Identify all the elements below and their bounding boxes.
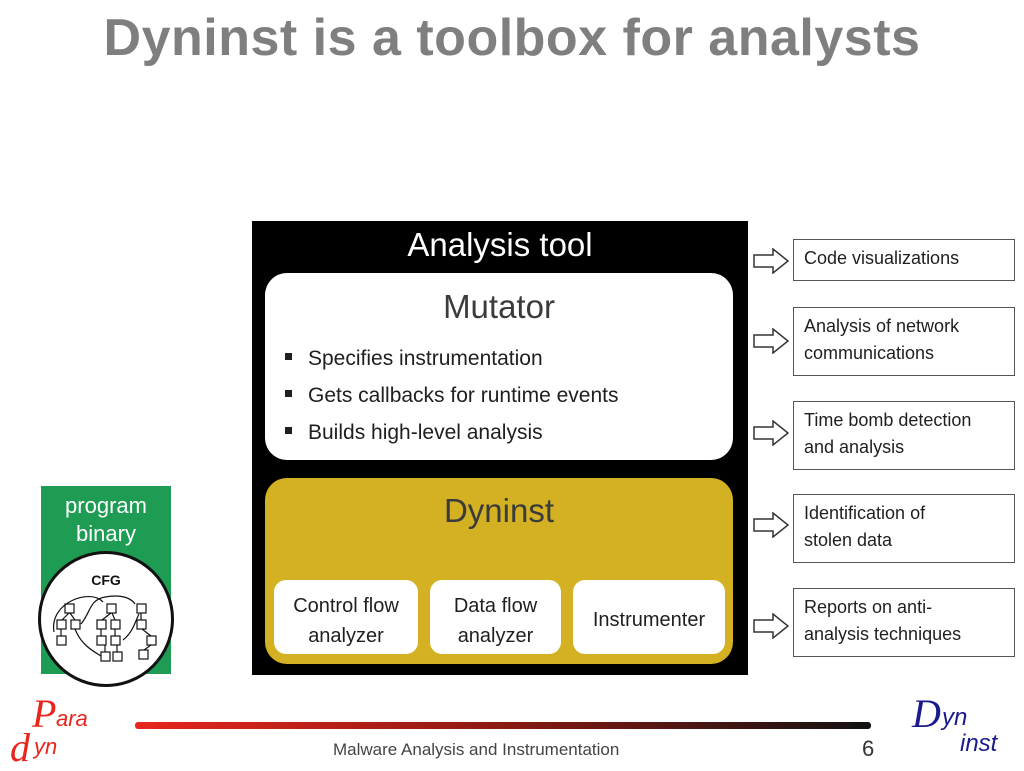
bullet-square-icon	[285, 427, 292, 434]
paradyn-logo-yn: yn	[34, 734, 58, 759]
output-line: Identification of	[804, 503, 926, 523]
output-line: analysis techniques	[804, 624, 962, 644]
component-line: Data flow	[453, 595, 538, 617]
instrumenter-box: Instrumenter	[573, 580, 725, 654]
component-line: Control flow	[293, 595, 399, 617]
dyninst-logo: D yn inst	[906, 690, 1018, 764]
mutator-box	[265, 273, 733, 460]
right-arrow-icon	[753, 613, 789, 639]
page-number: 6	[862, 736, 875, 761]
paradyn-logo-p: P	[32, 691, 57, 736]
bullet-square-icon	[285, 390, 292, 397]
bullet-square-icon	[285, 353, 292, 360]
component-line: analyzer	[457, 625, 534, 647]
output-time-bomb-detection: Time bomb detection and analysis	[793, 401, 1015, 470]
output-line: stolen data	[804, 530, 893, 550]
right-arrow-icon	[753, 512, 789, 538]
slide-title: Dyninst is a toolbox for analysts	[103, 9, 921, 67]
dyninst-logo-inst: inst	[960, 730, 998, 757]
mutator-bullet: Specifies instrumentation	[285, 340, 618, 377]
output-line: Analysis of network	[804, 316, 960, 336]
dyninst-logo-d: D	[912, 691, 941, 736]
cfg-graph-icon	[53, 595, 157, 662]
bullet-text: Builds high-level analysis	[308, 420, 543, 444]
output-line: Time bomb detection	[804, 410, 972, 430]
output-code-visualizations: Code visualizations	[793, 239, 1015, 281]
footer-text: Malware Analysis and Instrumentation	[333, 740, 620, 759]
cfg-label: CFG	[91, 572, 121, 588]
mutator-bullet: Builds high-level analysis	[285, 414, 618, 451]
paradyn-logo: P ara d yn	[8, 691, 108, 770]
right-arrow-icon	[753, 420, 789, 446]
right-arrow-icon	[753, 248, 789, 274]
component-line: analyzer	[308, 625, 384, 647]
paradyn-logo-ara: ara	[56, 706, 88, 731]
dyninst-title: Dyninst	[443, 492, 555, 529]
output-line: Reports on anti-	[804, 597, 933, 617]
output-stolen-data: Identification of stolen data	[793, 494, 1015, 563]
output-line: Code visualizations	[804, 248, 960, 268]
analysis-tool-label: Analysis tool	[407, 226, 593, 263]
output-line: and analysis	[804, 437, 905, 457]
mutator-title: Mutator	[443, 288, 555, 325]
mutator-bullet: Gets callbacks for runtime events	[285, 377, 618, 414]
component-line: Instrumenter	[592, 608, 706, 631]
program-binary-line: binary	[76, 521, 136, 546]
footer-divider	[135, 722, 871, 729]
right-arrow-icon	[753, 328, 789, 354]
output-anti-analysis-reports: Reports on anti- analysis techniques	[793, 588, 1015, 657]
bullet-text: Specifies instrumentation	[308, 346, 543, 370]
output-line: communications	[804, 343, 935, 363]
program-binary-line: program	[65, 493, 147, 518]
dyninst-logo-yn: yn	[942, 704, 968, 731]
cfg-circle: CFG	[38, 551, 174, 687]
data-flow-analyzer-box: Data flow analyzer	[430, 580, 561, 654]
control-flow-analyzer-box: Control flow analyzer	[274, 580, 418, 654]
bullet-text: Gets callbacks for runtime events	[308, 383, 619, 407]
output-network-analysis: Analysis of network communications	[793, 307, 1015, 376]
paradyn-logo-d: d	[10, 725, 30, 770]
mutator-bullet-list: Specifies instrumentation Gets callbacks…	[285, 340, 618, 451]
